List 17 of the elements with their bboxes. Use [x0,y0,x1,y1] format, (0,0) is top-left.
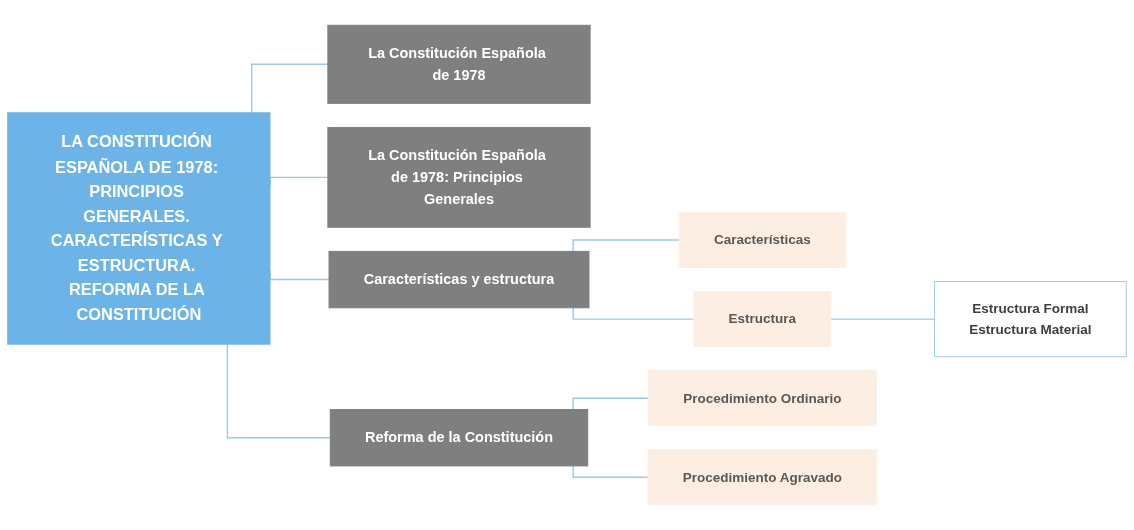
connector [250,63,329,114]
connector [572,465,649,478]
connector [226,343,331,439]
node-box: La Constitución Española de 1978 [327,24,591,104]
connector [572,239,680,253]
node-box: Estructura Formal Estructura Material [934,281,1127,358]
node-box: Estructura [693,291,832,348]
node-box: LA CONSTITUCIÓN ESPAÑOLA DE 1978: PRINCIPIOS GENERALES. CARACTERÍSTICAS Y ESTRUCTURA. REFORMA DE LA CONSTITUCIÓN [7,112,271,345]
connector [830,318,936,320]
connector [572,397,650,411]
node-box: La Constitución Española de 1978: Principios Generales [327,127,591,228]
node-box: Procedimiento Ordinario [648,370,877,427]
node-box: Características y estructura [328,250,590,309]
node-box: Características [678,212,846,268]
node-box: Reforma de la Constitución [329,409,589,467]
connector [572,307,695,320]
node-box: Procedimiento Agravado [647,449,878,506]
